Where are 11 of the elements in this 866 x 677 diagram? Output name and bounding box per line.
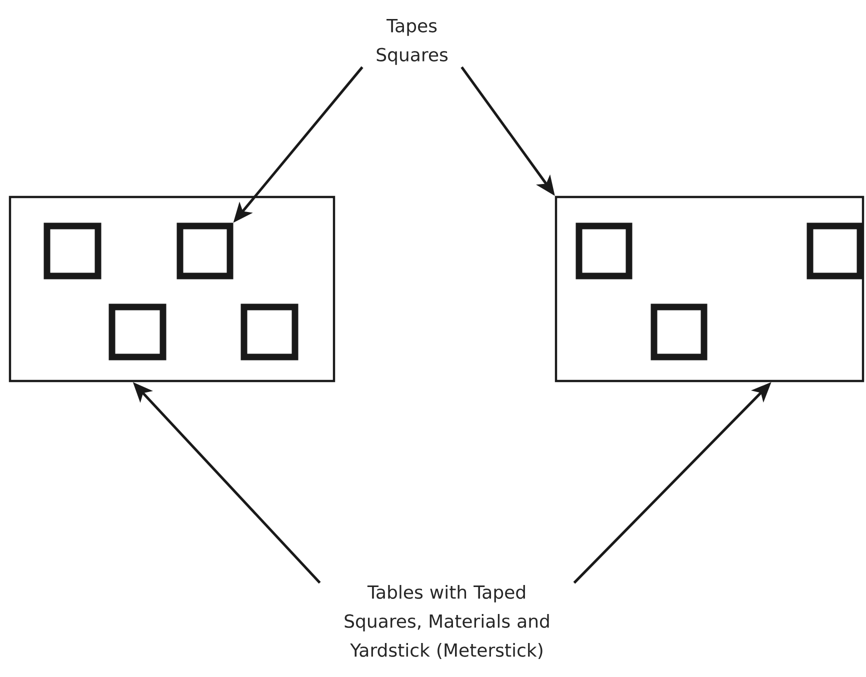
taped-square	[576, 222, 632, 280]
taped-square	[44, 222, 102, 280]
table-rectangle	[8, 196, 336, 382]
taped-square	[650, 304, 708, 360]
table-rectangle	[554, 196, 864, 382]
label-text: Tables with Taped Squares, Materials and Yardstick (Meterstick)	[344, 584, 549, 660]
taped-square	[240, 304, 298, 360]
taped-square	[108, 304, 166, 360]
taped-square	[806, 222, 864, 280]
label-text: Tapes Squares	[376, 19, 448, 65]
taped-square	[176, 222, 234, 280]
